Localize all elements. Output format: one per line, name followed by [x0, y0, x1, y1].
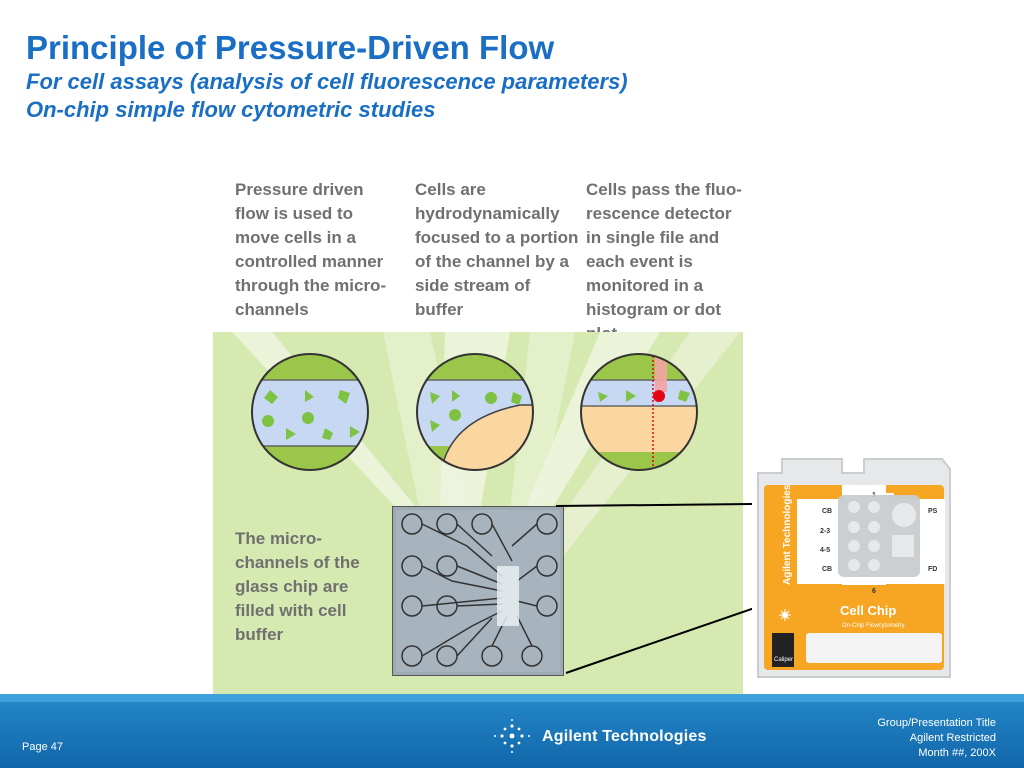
- slide-subtitle: For cell assays (analysis of cell fluore…: [26, 69, 628, 94]
- slide-title: Principle of Pressure-Driven Flow: [26, 29, 555, 66]
- agilent-spark-icon: [494, 719, 530, 753]
- chip-caption: The micro-channels of the glass chip are…: [235, 529, 360, 644]
- cartridge-brand: Agilent Technologies: [782, 484, 793, 585]
- footer-band: [0, 694, 1024, 702]
- cartridge-label-2-3: 2-3: [820, 528, 830, 535]
- page-number: Page 47: [22, 741, 63, 753]
- cell-chip-cartridge: Agilent Technologies CB 2-3 4-5 CB 1 6 P…: [752, 455, 962, 685]
- step-text-2: Cells are hydrodynamically focused to a …: [415, 180, 579, 319]
- cartridge-label-area: [806, 633, 942, 663]
- cartridge-product: Cell Chip: [840, 603, 896, 618]
- footer-presentation-title: Group/Presentation Title: [877, 717, 996, 729]
- cartridge-label-4-5: 4-5: [820, 547, 830, 554]
- cartridge-wells: [848, 501, 916, 571]
- cartridge-product-sub: On-Chip Flowcytometry: [842, 623, 905, 629]
- cartridge-label-cb-1: CB: [822, 508, 832, 515]
- cartridge-label-cb-2: CB: [822, 566, 832, 573]
- slide-footer: Page 47 Agilent Technologies Group/Prese…: [0, 694, 1024, 768]
- cartridge-label-ps: PS: [928, 508, 938, 515]
- channel-view-random: [251, 353, 369, 471]
- step-text-3: Cells pass the fluo-rescence detector in…: [586, 180, 742, 343]
- cartridge-label-fd: FD: [928, 566, 937, 573]
- agilent-spark-icon: [779, 609, 791, 621]
- glass-chip-illustration: [392, 506, 564, 676]
- title-block: Principle of Pressure-Driven Flow For ce…: [26, 28, 628, 124]
- beam-middle-outer: [510, 332, 575, 512]
- footer-logo-text: Agilent Technologies: [542, 728, 707, 745]
- cartridge-partner: Caliper: [774, 657, 793, 663]
- cartridge-label-6: 6: [872, 588, 876, 595]
- step-text-1: Pressure driven flow is used to move cel…: [235, 180, 387, 319]
- channel-view-detection: [580, 353, 698, 471]
- footer-right-info: Group/Presentation Title Agilent Restric…: [877, 716, 996, 761]
- footer-date: Month ##, 200X: [918, 747, 996, 759]
- caliper-logo-icon: [772, 633, 794, 667]
- slide-subtitle-2: On-chip simple flow cytometric studies: [26, 97, 436, 122]
- footer-restriction: Agilent Restricted: [909, 732, 996, 744]
